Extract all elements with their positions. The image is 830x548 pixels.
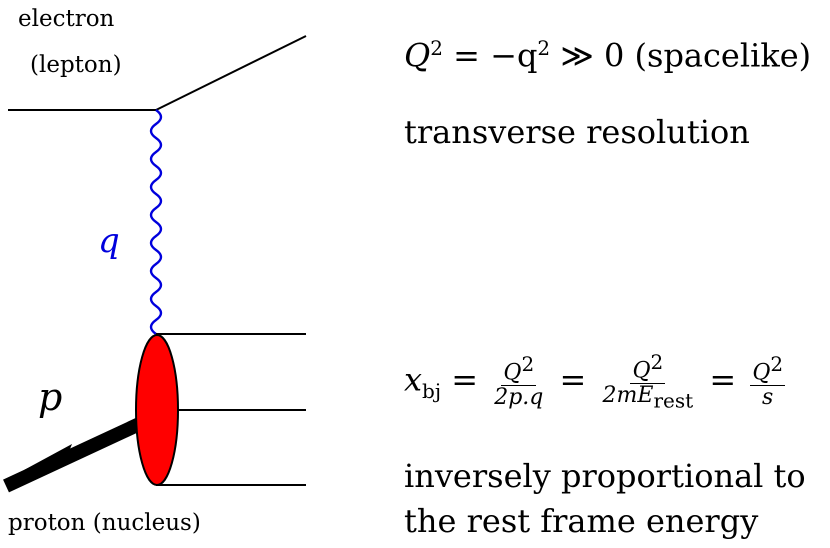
electron-label-line2: (lepton) <box>30 52 122 78</box>
fraction-2-denominator: 2mErest <box>601 384 696 412</box>
q2-rhs: = −q <box>442 36 538 75</box>
fraction-2-den-prefix: 2mE <box>602 383 654 409</box>
conclusion-line-1: inversely proportional to <box>404 460 806 492</box>
equals-1: = <box>451 360 479 399</box>
fraction-2-den-sub: rest <box>653 388 694 413</box>
fraction-3-denominator: s <box>762 385 774 411</box>
transverse-resolution-text: transverse resolution <box>404 116 750 148</box>
proton-symbol: p <box>38 375 63 419</box>
incoming-proton-arrow-icon <box>24 444 72 470</box>
fraction-1-exp: 2 <box>521 352 535 377</box>
fraction-1-q: Q <box>503 360 522 386</box>
q2-exp: 2 <box>430 36 443 60</box>
photon-label: q <box>98 224 120 258</box>
q2-lhs: Q <box>404 36 431 75</box>
outgoing-electron-line <box>155 35 307 111</box>
xbj-var: x <box>404 360 423 399</box>
resolution-text: transverse resolution <box>404 113 750 151</box>
photon-symbol: q <box>98 221 120 261</box>
equals-2: = <box>559 360 587 399</box>
electron-label-line1: electron <box>18 6 115 32</box>
conclusion-line-1-text: inversely proportional to <box>404 457 806 495</box>
fraction-2: Q2 2mErest <box>601 350 696 412</box>
fraction-2-q: Q <box>632 358 651 384</box>
fraction-3-q: Q <box>752 360 771 386</box>
fraction-2-numerator: Q2 <box>630 350 666 385</box>
fraction-3-exp: 2 <box>770 352 784 377</box>
conclusion-line-2: the rest frame energy <box>404 505 758 537</box>
fraction-3-numerator: Q2 <box>750 352 786 387</box>
fraction-2-exp: 2 <box>650 350 664 374</box>
q2-rhs-exp: 2 <box>537 36 551 60</box>
proton-blob <box>135 334 179 486</box>
q2-definition: Q2 = −q2 ≫ 0 (spacelike) <box>404 38 811 72</box>
virtual-photon-line <box>149 109 163 335</box>
incoming-proton-thick-line <box>3 413 151 493</box>
q2-tail: ≫ 0 (spacelike) <box>550 36 812 75</box>
xbj-equation: xbj = Q2 2p.q = Q2 2mErest = Q2 s <box>404 350 789 412</box>
fraction-1-numerator: Q2 <box>501 352 537 387</box>
proton-caption: proton (nucleus) <box>8 512 201 535</box>
xbj-sub: bj <box>422 378 442 403</box>
fraction-1-denominator: 2p.q <box>494 385 544 411</box>
proton-caption-text: proton (nucleus) <box>8 510 201 536</box>
lepton-label: (lepton) <box>30 54 122 77</box>
fraction-3: Q2 s <box>750 352 786 411</box>
proton-symbol-label: p <box>38 378 62 416</box>
conclusion-line-2-text: the rest frame energy <box>404 502 759 540</box>
equals-3: = <box>709 360 737 399</box>
fraction-1: Q2 2p.q <box>492 352 545 411</box>
electron-label: electron <box>18 8 114 31</box>
